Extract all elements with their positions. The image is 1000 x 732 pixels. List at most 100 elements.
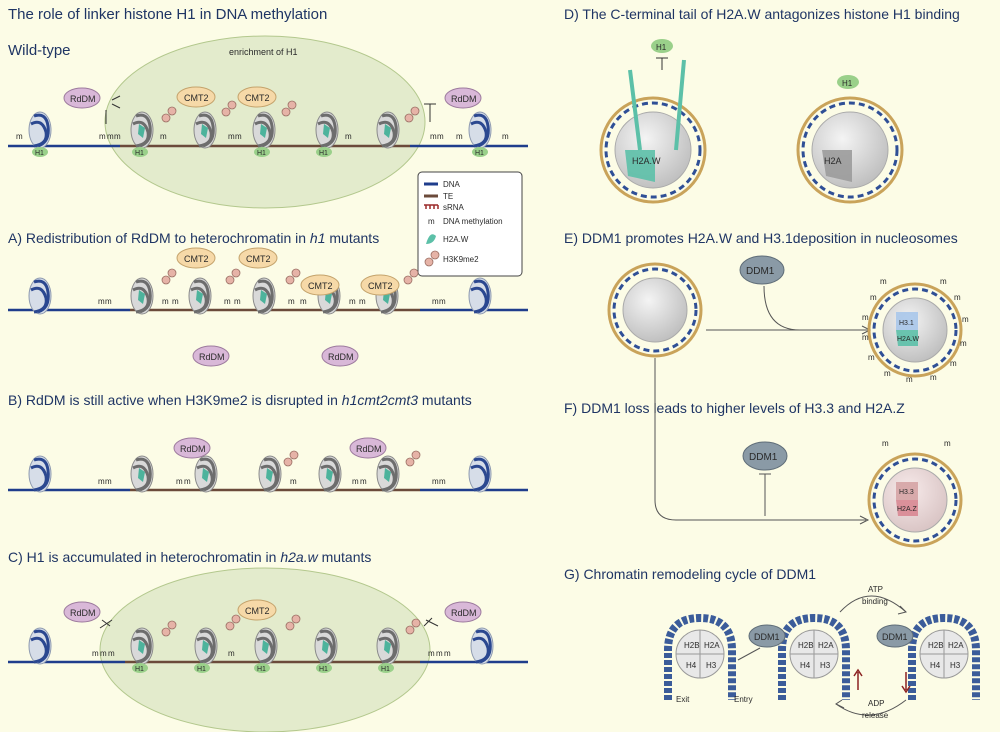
svg-text:m: m [432,297,439,306]
svg-text:ADP: ADP [868,699,884,708]
h2a-label: H2A [824,156,842,166]
arrow [654,358,866,521]
svg-text:CMT2: CMT2 [245,606,270,616]
svg-text:RdDM: RdDM [199,352,225,362]
rddm-bubble: RdDM [192,345,230,367]
cmt2-bubble: CMT2 [176,86,216,108]
svg-text:release: release [862,711,889,720]
svg-text:m: m [184,477,191,486]
svg-text:m: m [98,477,105,486]
svg-text:m: m [882,439,889,448]
svg-text:m: m [954,293,961,302]
panel-g-diagram: H2B H2A H4 H3 Exit Entry H2B H2A H4 H3 D… [664,585,980,720]
svg-text:m: m [884,369,891,378]
nucleosome [251,276,277,316]
legend: DNA TE sRNA m DNA methylation H2A.W H3K9… [417,171,523,277]
ddm1-bubble [876,624,914,648]
svg-text:RdDM: RdDM [451,608,477,618]
cmt2-bubble: CMT2 [237,599,277,621]
h1-marker [651,39,673,53]
m-label: m [437,132,444,141]
entry-label: Entry [734,695,753,704]
svg-text:H4: H4 [686,661,697,670]
svg-text:H2A: H2A [704,641,720,650]
panel-c-italic: h2a.w [280,549,318,565]
panel-c-text: C) H1 is accumulated in heterochromatin … [8,549,281,565]
panel-f-title: F) DDM1 loss leads to higher levels of H… [564,400,905,416]
svg-text:CMT2: CMT2 [184,93,209,103]
svg-text:m: m [359,297,366,306]
legend-dna: DNA [443,180,461,189]
svg-text:H1: H1 [656,43,667,52]
h1-marker [837,75,859,89]
svg-text:m: m [960,339,967,348]
svg-text:m: m [290,477,297,486]
svg-text:ATP: ATP [868,585,883,594]
m-label: m [160,132,167,141]
ddm1-bubble [739,255,785,285]
svg-text:DDM1: DDM1 [749,452,778,463]
svg-text:m: m [234,297,241,306]
svg-text:H1: H1 [319,150,328,157]
svg-text:H2B: H2B [928,641,944,650]
ddm1-bubble [742,441,788,471]
legend-srna: sRNA [443,203,465,212]
svg-text:m: m [439,297,446,306]
svg-text:RdDM: RdDM [451,94,477,104]
svg-text:H1: H1 [197,666,206,673]
svg-text:m: m [870,293,877,302]
svg-text:H1: H1 [257,150,266,157]
svg-text:m: m [950,359,957,368]
m-label: m [228,132,235,141]
nucleosome [192,110,218,150]
cmt2-bubble: CMT2 [238,247,278,269]
svg-text:CMT2: CMT2 [246,254,271,264]
svg-text:m: m [300,297,307,306]
svg-text:m: m [228,649,235,658]
m-label: m [107,132,114,141]
h31-label: H3.1 [899,320,914,327]
legend-methyl-swatch: m [428,217,435,226]
h2aw-label: H2A.W [897,336,920,343]
panel-b-title: B) RdDM is still active when H3K9me2 is … [8,392,472,408]
wildtype-title: Wild-type [8,42,71,59]
h1-marker: H1 [32,147,48,157]
nucleosome [187,276,213,316]
svg-text:m: m [868,353,875,362]
nucleosome [313,626,339,666]
svg-text:m: m [172,297,179,306]
panel-a-diagram: CMT2 CMT2 CMT2 CMT2 RdDM RdDM m m m m m … [8,247,528,367]
panel-g-title: G) Chromatin remodeling cycle of DDM1 [564,566,817,582]
svg-text:DDM1: DDM1 [754,632,780,642]
svg-text:H3: H3 [706,661,717,670]
nucleosome [375,454,401,494]
svg-text:m: m [92,649,99,658]
legend-te: TE [443,192,453,201]
legend-h3k9me2: H3K9me2 [443,255,479,264]
nucleosome [469,626,495,666]
m-label: m [456,132,463,141]
h3k9me2-mark [405,450,421,467]
legend-srna-swatch [424,204,439,209]
svg-text:m: m [105,477,112,486]
svg-text:m: m [108,649,115,658]
svg-text:H1: H1 [135,666,144,673]
h1-marker: H1 [316,147,332,157]
panel-a-title: A) Redistribution of RdDM to heterochrom… [8,230,379,246]
svg-text:H2A: H2A [948,641,964,650]
nucleosome [27,110,53,150]
inhibition-mark [759,473,771,516]
nucleosome [27,626,53,666]
rddm-bubble: RdDM [444,601,482,623]
panel-b-suffix: mutants [418,392,472,408]
nucleosome [375,626,401,666]
panel-d-diagram: H2A.W H1 H2A H1 [599,39,904,204]
inhibition-mark [656,57,668,70]
svg-text:H2B: H2B [798,641,814,650]
nucleosome [27,454,53,494]
h3k9me2-mark [285,268,301,285]
svg-text:m: m [930,373,937,382]
svg-text:RdDM: RdDM [180,444,206,454]
m-label: m [114,132,121,141]
svg-text:RdDM: RdDM [70,94,96,104]
